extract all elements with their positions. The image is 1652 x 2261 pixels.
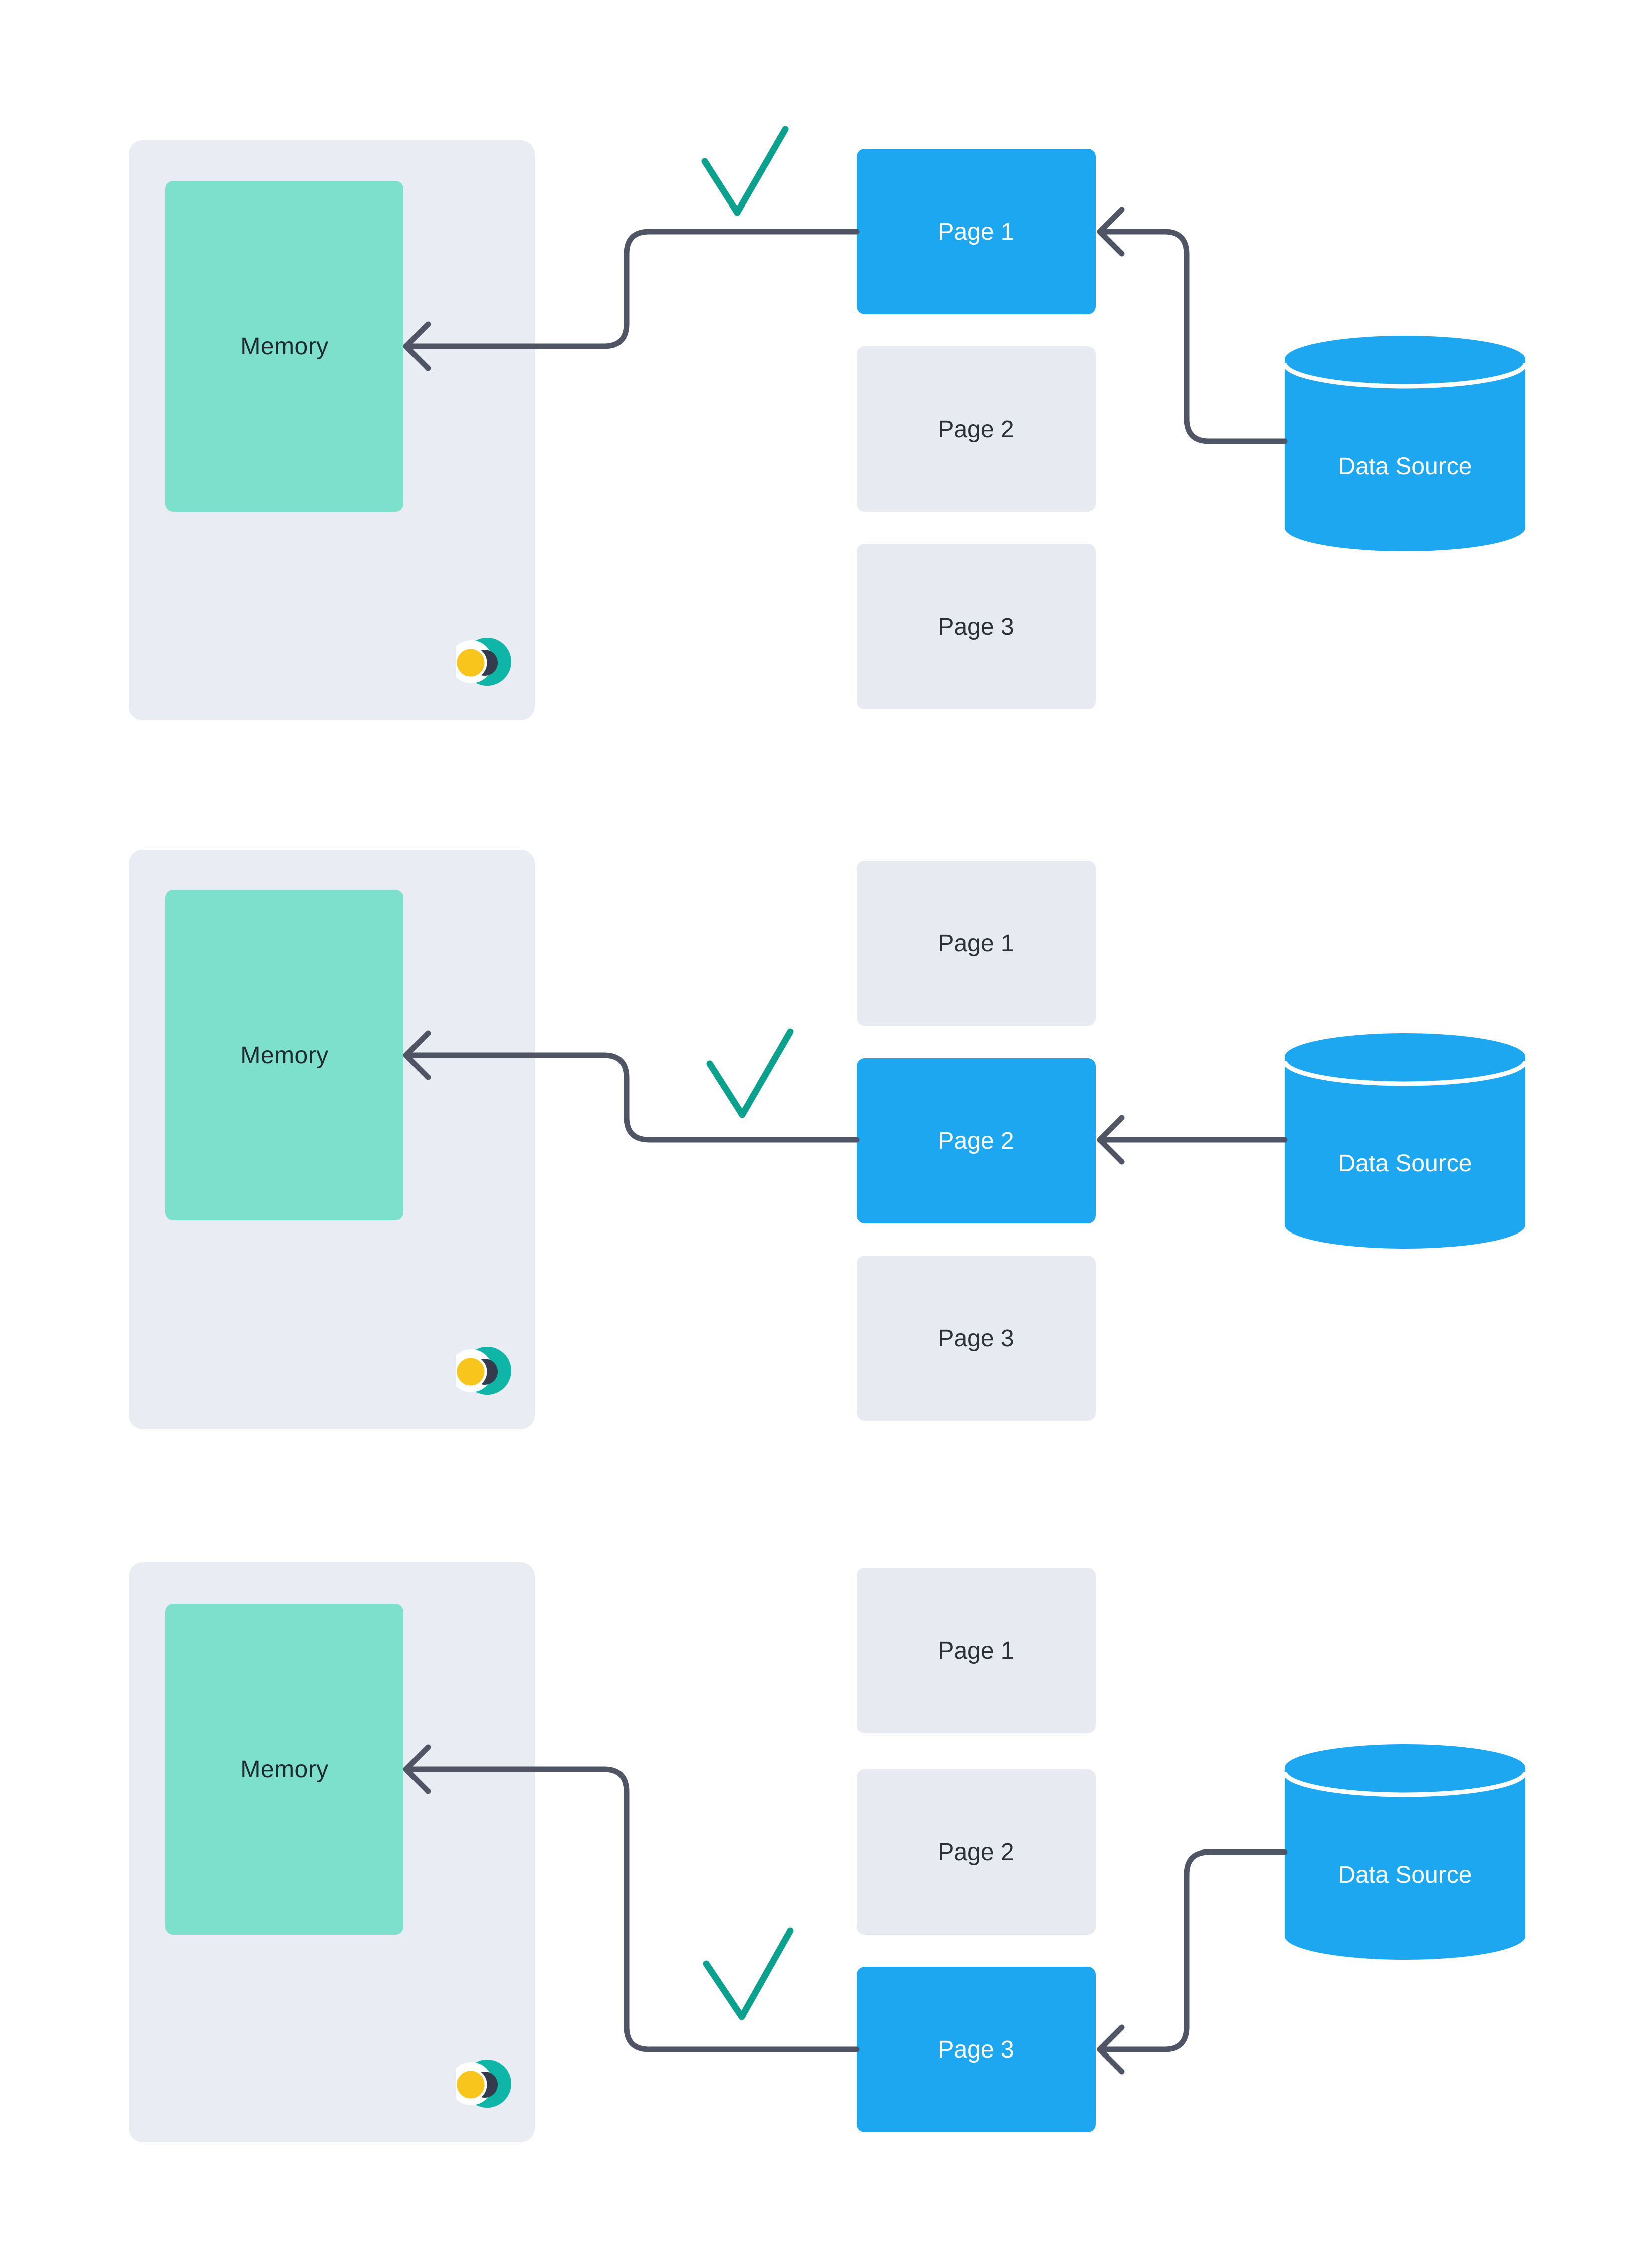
page-box-2: Page 2: [857, 1058, 1096, 1223]
left-arrowhead-icon: [1097, 1115, 1125, 1165]
datasource-cylinder: [1285, 336, 1525, 551]
left-arrowhead-icon: [1097, 207, 1125, 257]
page-box-1: Page 1: [857, 861, 1096, 1026]
crescent-eclipse-logo-icon: [456, 1347, 511, 1395]
page-label: Page 3: [938, 1325, 1014, 1352]
crescent-eclipse-logo-icon: [456, 2060, 511, 2108]
check-icon: [706, 1028, 794, 1118]
page-box-2: Page 2: [857, 1769, 1096, 1935]
datasource-cylinder: [1285, 1744, 1525, 1960]
datasource-label: Data Source: [1338, 1861, 1472, 1888]
memory-box: Memory: [165, 181, 403, 512]
memory-label: Memory: [240, 333, 329, 360]
page-label: Page 3: [938, 2036, 1014, 2063]
page-label: Page 1: [938, 930, 1014, 957]
arrow-datasource-to-page1: [1101, 229, 1288, 444]
memory-box: Memory: [165, 1604, 403, 1935]
page-label: Page 2: [938, 1127, 1014, 1154]
page-label: Page 2: [938, 416, 1014, 443]
page-box-3: Page 3: [857, 1256, 1096, 1421]
page-box-3: Page 3: [857, 1967, 1096, 2132]
arrow-datasource-to-page3: [1101, 1849, 1288, 2052]
memory-label: Memory: [240, 1756, 329, 1783]
page-label: Page 3: [938, 613, 1014, 640]
datasource-label: Data Source: [1338, 453, 1472, 480]
page-box-1: Page 1: [857, 149, 1096, 314]
crescent-eclipse-logo-icon: [456, 638, 511, 686]
page-label: Page 2: [938, 1838, 1014, 1866]
datasource-label: Data Source: [1338, 1150, 1472, 1177]
datasource-cylinder: [1285, 1033, 1525, 1249]
page-box-3: Page 3: [857, 544, 1096, 709]
check-icon: [701, 126, 789, 216]
check-icon: [703, 1927, 794, 2020]
page-label: Page 1: [938, 1637, 1014, 1664]
memory-label: Memory: [240, 1042, 329, 1069]
memory-box: Memory: [165, 890, 403, 1220]
page-label: Page 1: [938, 218, 1014, 245]
left-arrowhead-icon: [1097, 2024, 1125, 2075]
page-box-2: Page 2: [857, 346, 1096, 512]
page-box-1: Page 1: [857, 1568, 1096, 1733]
